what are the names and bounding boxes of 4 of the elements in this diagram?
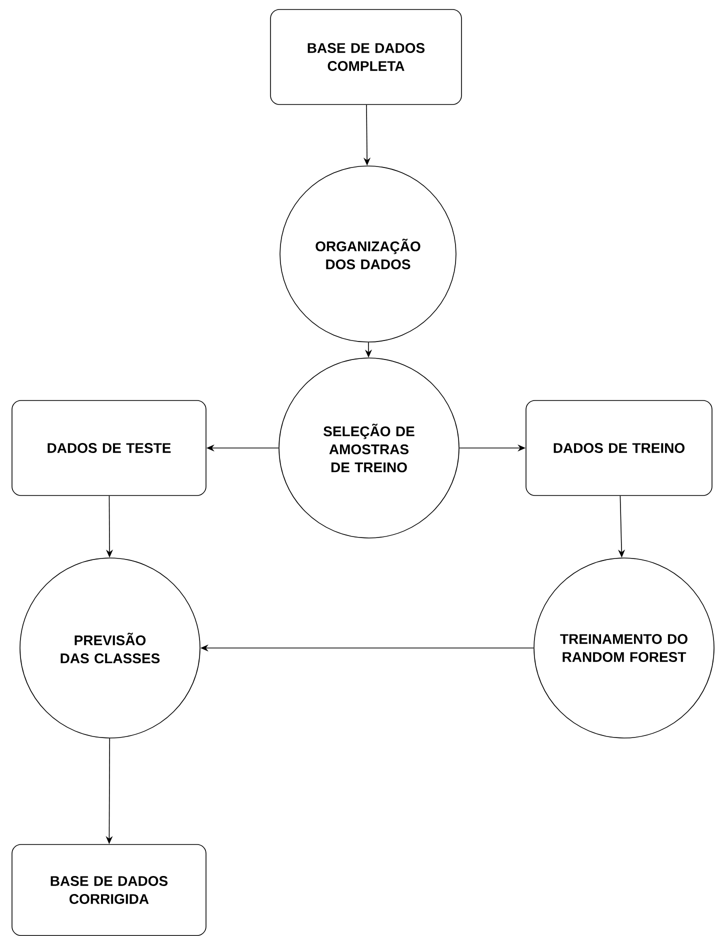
process-box: BASE DE DADOS COMPLETA — [270, 9, 462, 105]
process-box: BASE DE DADOS CORRIGIDA — [12, 844, 206, 936]
process-box: DADOS DE TESTE — [12, 400, 206, 496]
process-box: DADOS DE TREINO — [526, 400, 712, 496]
